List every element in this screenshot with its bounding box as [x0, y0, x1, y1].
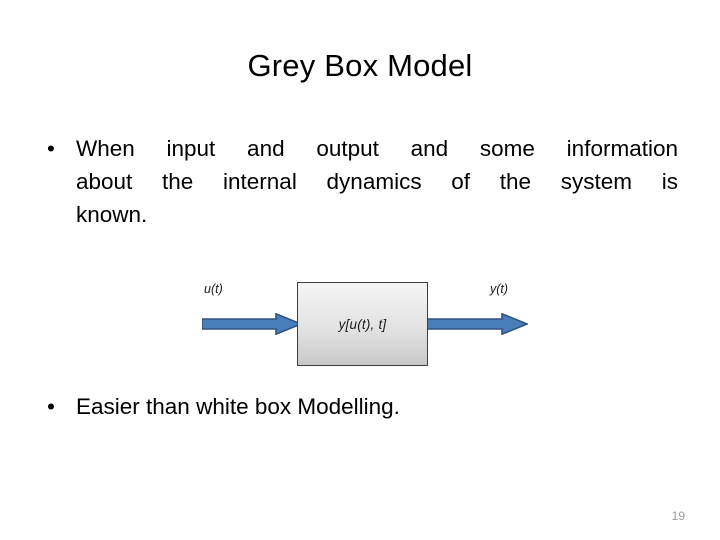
bullet-marker-icon: • [47, 394, 55, 419]
bullet-line: known. [76, 202, 148, 227]
bullet-marker-icon: • [47, 136, 55, 161]
page-title: Grey Box Model [247, 48, 473, 83]
bullet-line: When input and output and some informati… [76, 136, 678, 161]
output-signal-label: y(t) [490, 282, 509, 296]
input-signal-label: u(t) [204, 282, 223, 296]
bullet-block-primary: • When input and output and some informa… [40, 132, 678, 231]
bullet-block-secondary: • Easier than white box Modelling. [40, 390, 678, 423]
list-item: • When input and output and some informa… [40, 132, 678, 231]
page-number: 19 [671, 509, 685, 523]
bullet-line: about the internal dynamics of the syste… [76, 169, 678, 194]
block-diagram: u(t) y(t) y[u(t), t] [190, 272, 540, 376]
system-block-label: y[u(t), t] [338, 316, 387, 332]
bullet-line: Easier than white box Modelling. [76, 394, 400, 419]
system-block: y[u(t), t] [297, 282, 428, 366]
list-item: • Easier than white box Modelling. [40, 390, 678, 423]
input-arrow-icon [202, 313, 302, 335]
output-arrow-icon [427, 313, 528, 335]
